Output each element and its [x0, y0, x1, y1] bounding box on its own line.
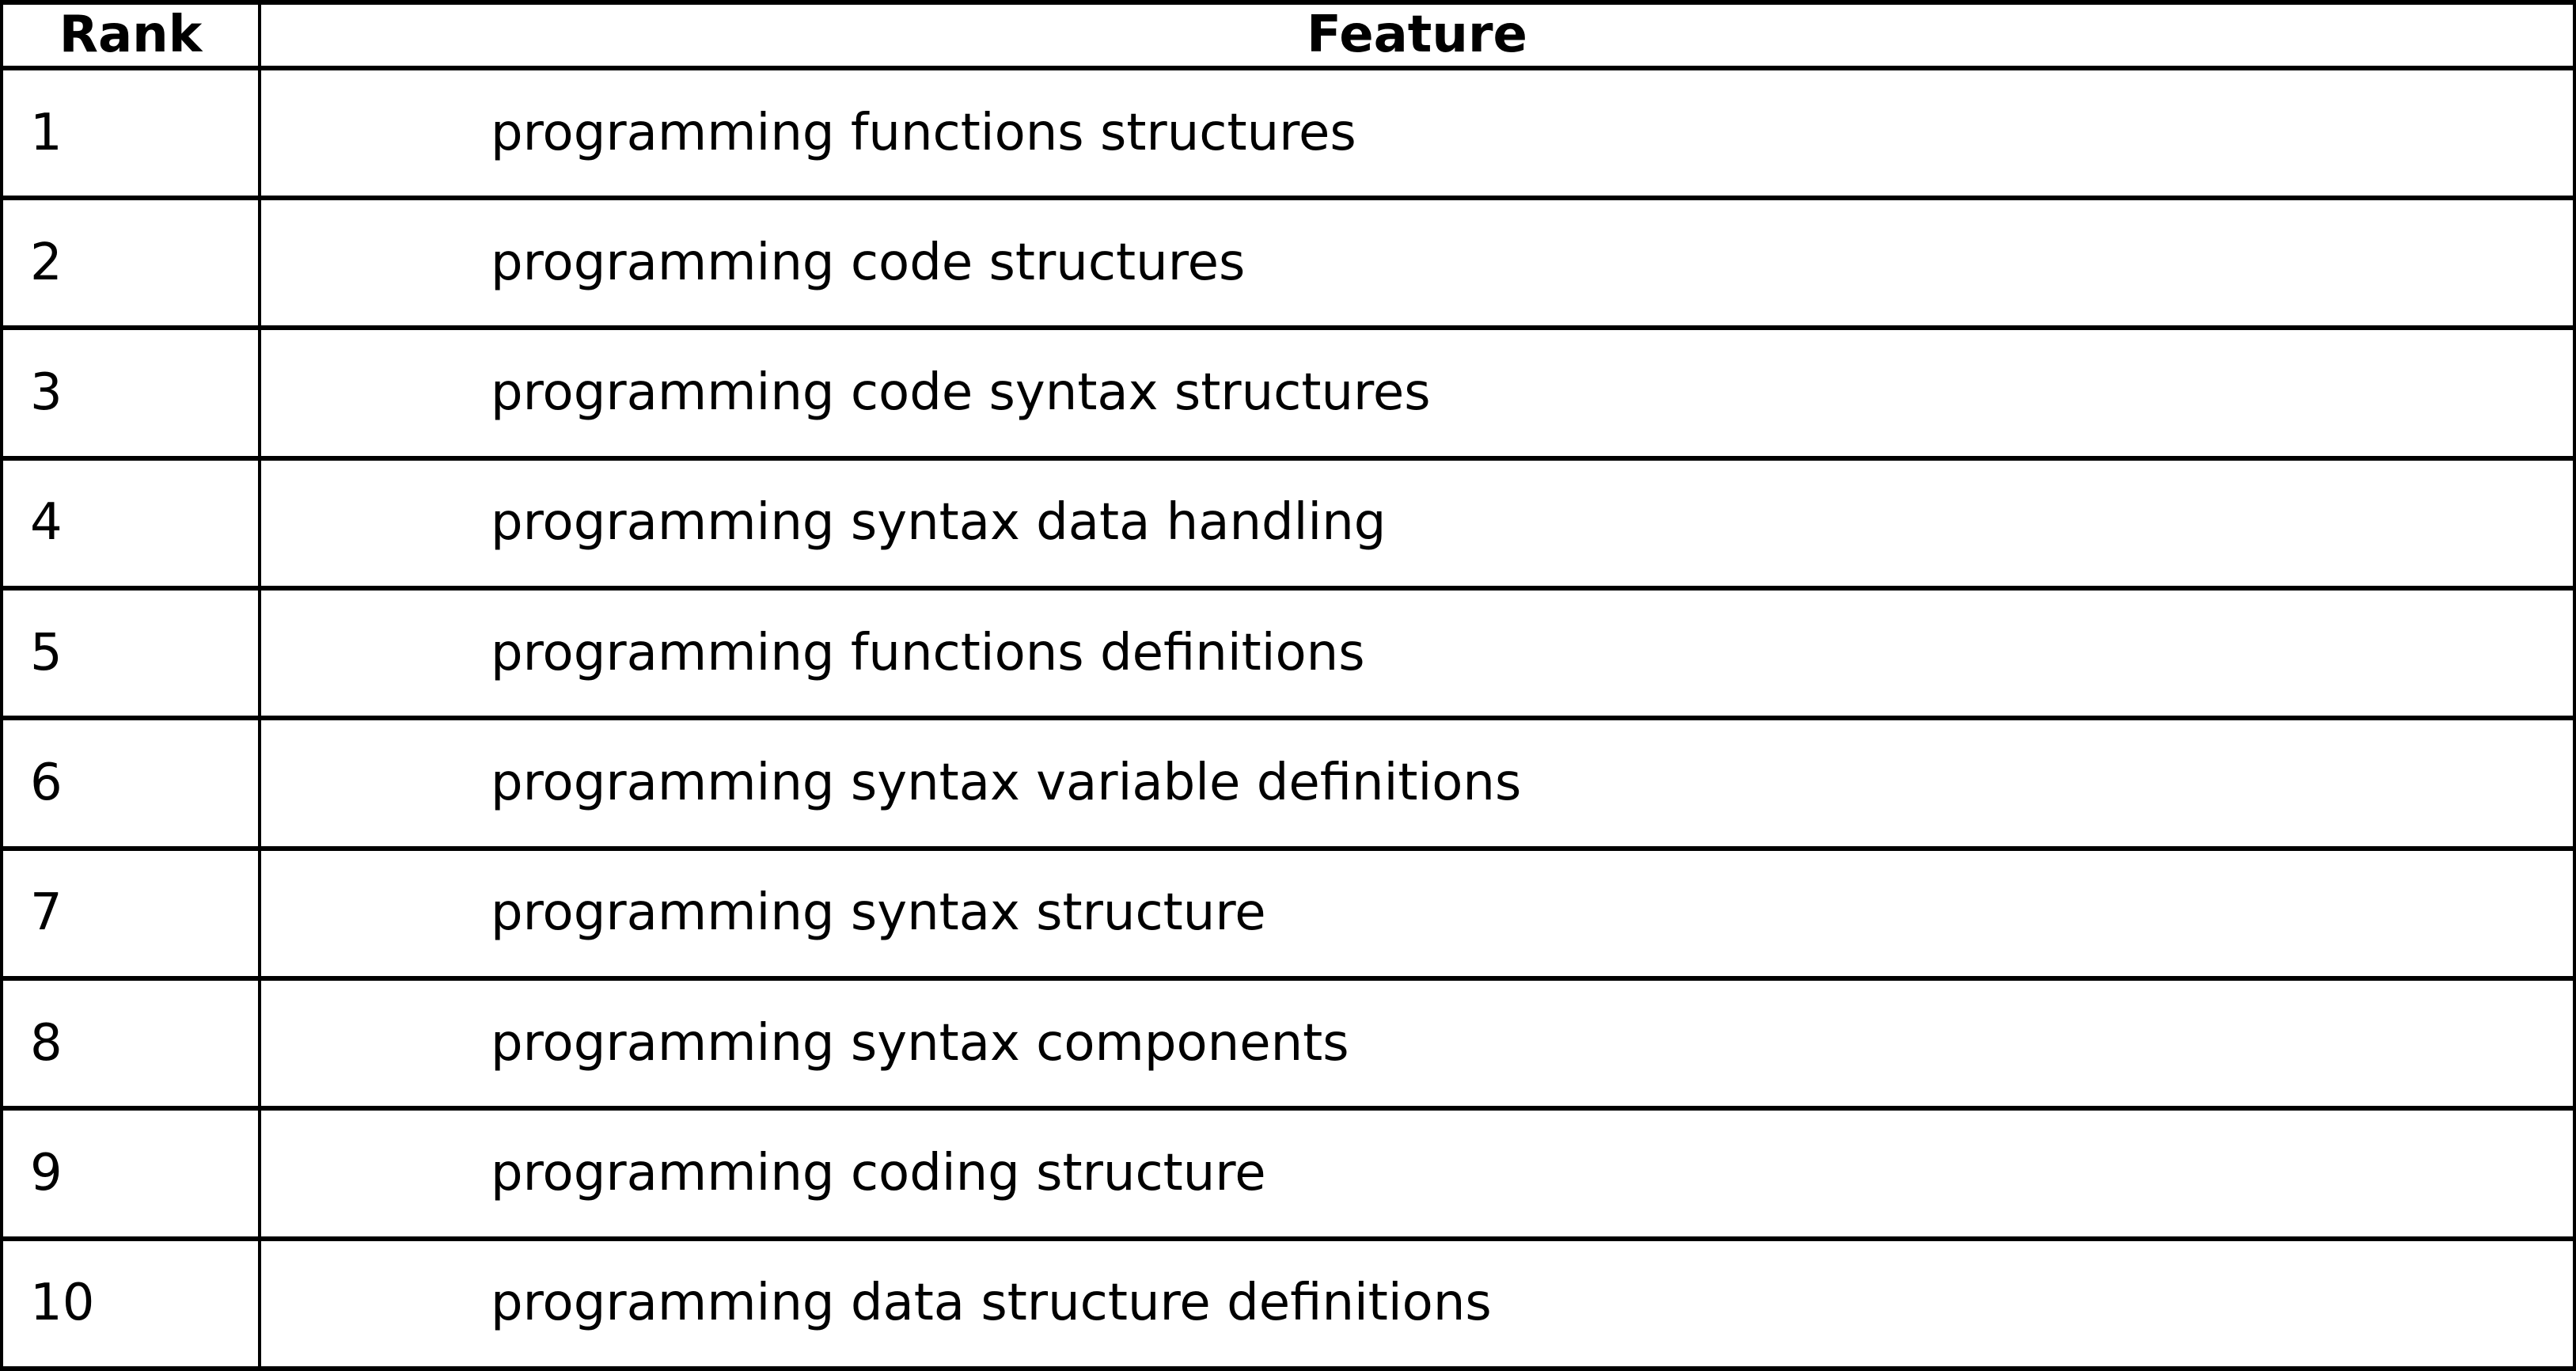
feature-column-header: Feature	[258, 0, 2576, 70]
feature-cell: programming functions structures	[258, 65, 2576, 201]
table-row: 5 programming functions definitions	[0, 586, 2576, 721]
table-row: 6 programming syntax variable definition…	[0, 716, 2576, 851]
rank-cell: 2	[0, 196, 261, 331]
rank-column-header: Rank	[0, 0, 261, 70]
table-row: 2 programming code structures	[0, 196, 2576, 331]
table-row: 8 programming syntax components	[0, 975, 2576, 1111]
feature-cell: programming syntax structure	[258, 845, 2576, 981]
table-row: 10 programming data structure definition…	[0, 1236, 2576, 1371]
rank-cell: 1	[0, 65, 261, 201]
feature-cell: programming syntax variable definitions	[258, 716, 2576, 851]
feature-cell: programming data structure definitions	[258, 1236, 2576, 1371]
rank-cell: 6	[0, 716, 261, 851]
table-row: 7 programming syntax structure	[0, 845, 2576, 981]
rank-cell: 7	[0, 845, 261, 981]
table-row: 9 programming coding structure	[0, 1106, 2576, 1241]
rank-cell: 5	[0, 586, 261, 721]
feature-cell: programming code structures	[258, 196, 2576, 331]
rank-cell: 4	[0, 455, 261, 591]
feature-cell: programming coding structure	[258, 1106, 2576, 1241]
feature-cell: programming code syntax structures	[258, 325, 2576, 461]
rank-cell: 8	[0, 975, 261, 1111]
feature-cell: programming functions definitions	[258, 586, 2576, 721]
header-row: Rank Feature	[0, 0, 2576, 70]
table-row: 3 programming code syntax structures	[0, 325, 2576, 461]
table-row: 4 programming syntax data handling	[0, 455, 2576, 591]
feature-cell: programming syntax data handling	[258, 455, 2576, 591]
table-row: 1 programming functions structures	[0, 65, 2576, 201]
rank-cell: 9	[0, 1106, 261, 1241]
rank-cell: 3	[0, 325, 261, 461]
feature-cell: programming syntax components	[258, 975, 2576, 1111]
rank-cell: 10	[0, 1236, 261, 1371]
